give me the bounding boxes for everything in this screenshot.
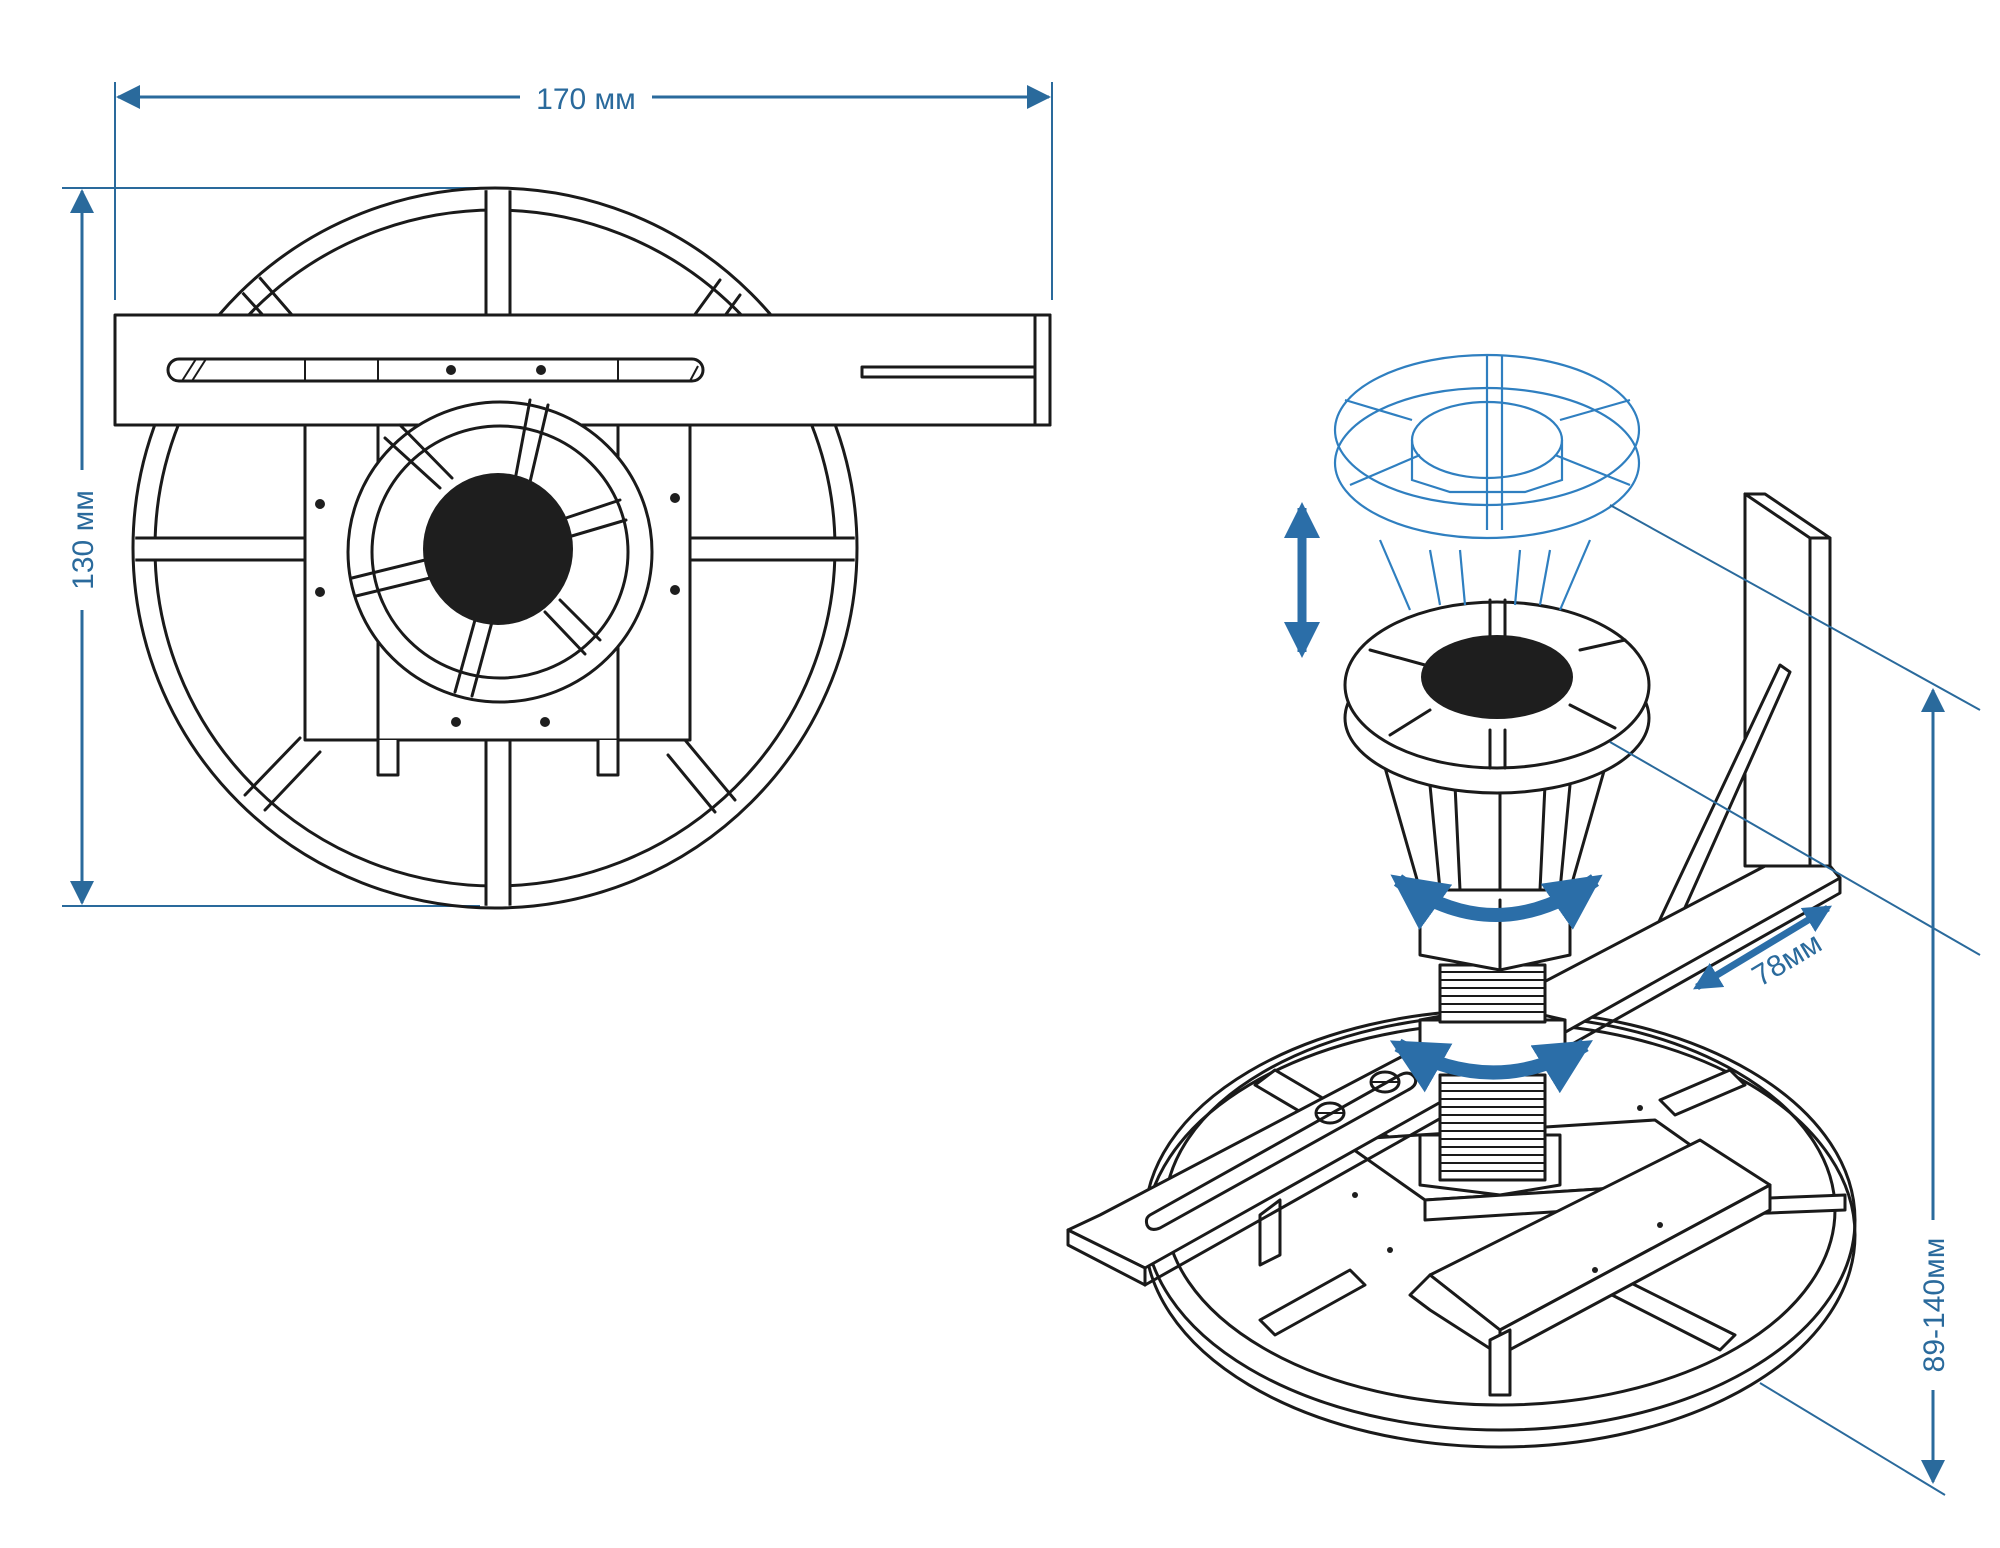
slotted-bar <box>113 313 1052 427</box>
adjustment-slot <box>166 357 705 383</box>
height-dimension: 130 мм <box>62 187 480 907</box>
rotation-arrow-upper <box>1390 874 1603 931</box>
isometric-view: 78мм 89-140мм <box>1066 353 1981 1496</box>
width-label: 170 мм <box>536 83 636 116</box>
height-label: 130 мм <box>67 490 100 590</box>
head-disk <box>1343 598 1651 795</box>
center-hole <box>423 473 573 625</box>
outer-rim <box>131 186 859 910</box>
hub-spokes <box>350 398 628 698</box>
head-hole <box>1421 635 1573 719</box>
adjust-label: 89-140мм <box>1918 1238 1951 1373</box>
travel-arrow <box>1693 905 1832 990</box>
raised-position-outline <box>1333 353 1641 611</box>
lower-threaded-column <box>1418 963 1567 1197</box>
adjust-height-dimension: 89-140мм <box>1609 504 1981 1496</box>
wall-bracket <box>1653 492 1832 932</box>
plate-tabs <box>376 738 620 777</box>
rotation-arrow-lower <box>1389 1038 1593 1094</box>
top-view: 170 мм 130 мм <box>62 82 1053 910</box>
width-dimension: 170 мм <box>114 82 1053 300</box>
